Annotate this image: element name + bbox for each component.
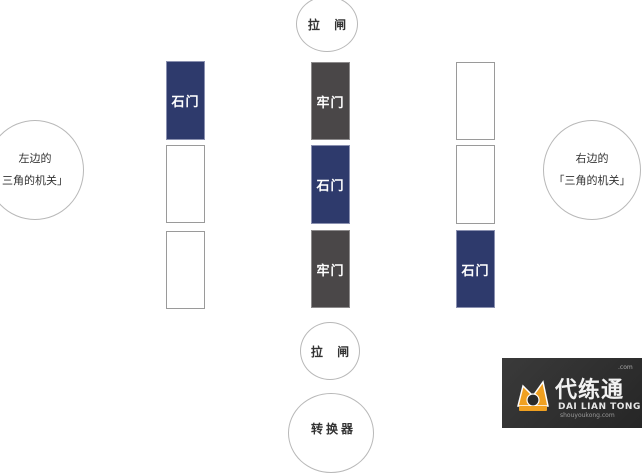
- right-triangle-mechanism[interactable]: 右边的 「三角的机关」: [543, 120, 641, 220]
- door-left-1-label: 石门: [171, 95, 200, 110]
- door-middle-2-label: 石门: [316, 179, 345, 194]
- door-left-3[interactable]: [166, 231, 205, 309]
- bottom-gate-label: 拉 闸: [310, 344, 355, 359]
- right-mechanism-line2: 「三角的机关」: [553, 174, 631, 187]
- door-left-1[interactable]: 石门: [166, 61, 205, 140]
- left-mechanism-line1: 左边的: [18, 152, 52, 165]
- bottom-converter[interactable]: 转换器: [288, 393, 374, 473]
- door-right-1[interactable]: [456, 62, 495, 140]
- door-right-3[interactable]: 石门: [456, 230, 495, 308]
- bottom-gate-lever[interactable]: 拉 闸: [300, 322, 360, 380]
- top-gate-lever[interactable]: 拉 闸: [296, 0, 358, 52]
- door-middle-3-label: 牢门: [316, 263, 345, 279]
- left-triangle-mechanism[interactable]: 左边的 三角的机关」: [0, 120, 84, 220]
- door-left-2[interactable]: [166, 145, 205, 223]
- door-right-3-label: 石门: [461, 263, 490, 279]
- gamepad-crown-icon: [517, 380, 549, 411]
- watermark-logo: .com 代练通 DAI LIAN TONG shouyoukong.com: [502, 358, 642, 428]
- door-middle-3[interactable]: 牢门: [311, 230, 350, 308]
- door-middle-1-label: 牢门: [316, 95, 345, 111]
- bottom-converter-label: 转换器: [310, 422, 356, 436]
- right-mechanism-line1: 右边的: [575, 152, 609, 165]
- top-gate-label: 拉 闸: [307, 17, 352, 32]
- left-mechanism-line2: 三角的机关」: [2, 174, 68, 187]
- door-right-2[interactable]: [456, 145, 495, 224]
- door-middle-2[interactable]: 石门: [311, 145, 350, 224]
- watermark-sub-text: DAI LIAN TONG: [558, 402, 641, 412]
- watermark-com: .com: [618, 364, 633, 371]
- watermark-url: shouyoukong.com: [560, 412, 615, 419]
- watermark-main-text: 代练通: [555, 378, 625, 403]
- door-middle-1[interactable]: 牢门: [311, 62, 350, 140]
